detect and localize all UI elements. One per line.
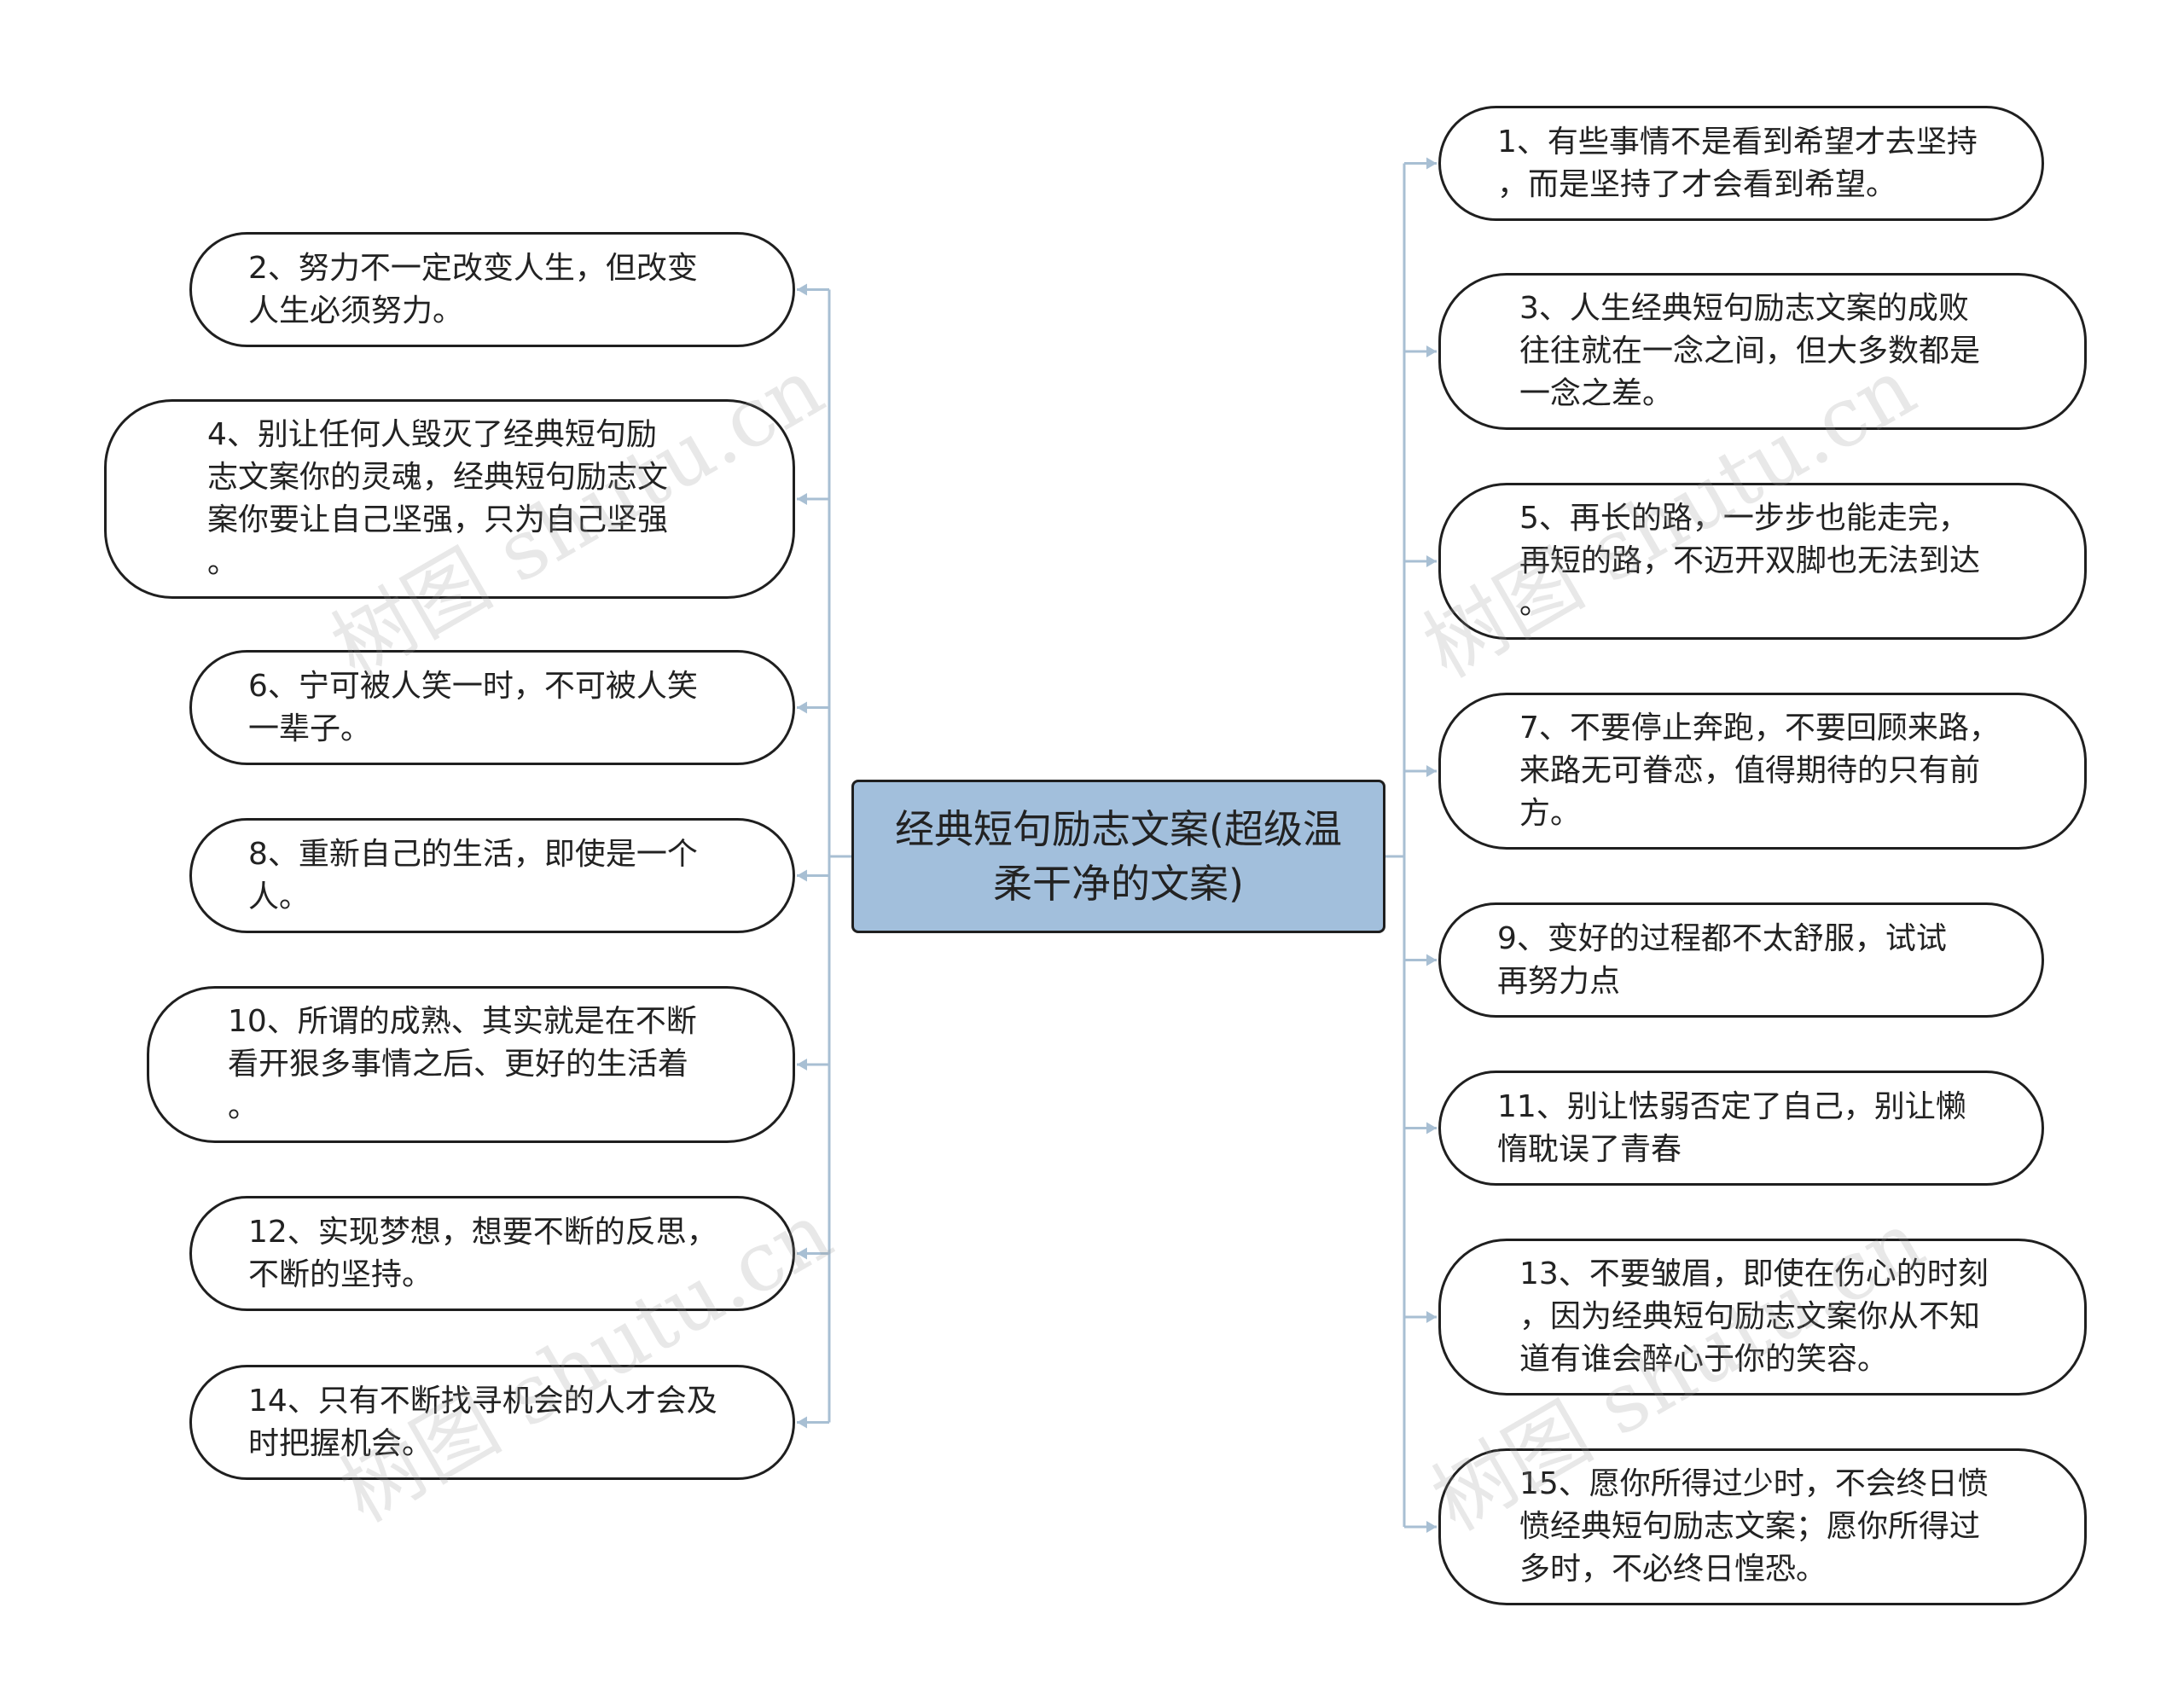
connector-arrow	[1426, 954, 1437, 966]
node-label: 2、努力不一定改变人生，但改变 人生必须努力。	[248, 250, 698, 328]
node-label: 15、愿你所得过少时，不会终日愤 愤经典短句励志文案；愿你所得过 多时，不必终日…	[1519, 1466, 1989, 1587]
node-label: 5、再长的路，一步步也能走完， 再短的路，不迈开双脚也无法到达 。	[1519, 501, 1981, 621]
left-node-8[interactable]: 8、重新自己的生活，即使是一个 人。	[189, 818, 795, 933]
left-node-6[interactable]: 6、宁可被人笑一时，不可被人笑 一辈子。	[189, 650, 795, 765]
connector-arrow	[1426, 1122, 1437, 1134]
root-topic[interactable]: 经典短句励志文案(超级温 柔干净的文案)	[851, 780, 1385, 933]
node-label: 3、人生经典短句励志文案的成败 往往就在一念之间，但大多数都是 一念之差。	[1519, 291, 1981, 411]
connector-arrow	[1426, 1521, 1437, 1533]
right-node-9[interactable]: 9、变好的过程都不太舒服，试试 再努力点	[1438, 902, 2044, 1018]
node-label: 6、宁可被人笑一时，不可被人笑 一辈子。	[248, 668, 698, 746]
connector-arrow	[1426, 765, 1437, 777]
node-label: 1、有些事情不是看到希望才去坚持 ，而是坚持了才会看到希望。	[1497, 124, 1978, 202]
node-label: 13、不要皱眉，即使在伤心的时刻 ，因为经典短句励志文案你从不知 道有谁会醉心于…	[1519, 1256, 1989, 1377]
connector-arrow	[1426, 555, 1437, 567]
node-label: 9、变好的过程都不太舒服，试试 再努力点	[1497, 920, 1947, 999]
connector-arrow	[797, 869, 807, 882]
connector-arrow	[797, 283, 807, 296]
left-node-4[interactable]: 4、别让任何人毁灭了经典短句励 志文案你的灵魂，经典短句励志文 案你要让自己坚强…	[104, 399, 795, 599]
left-node-10[interactable]: 10、所谓的成熟、其实就是在不断 看开狠多事情之后、更好的生活着 。	[147, 986, 795, 1143]
connector-arrow	[797, 493, 807, 505]
right-node-13[interactable]: 13、不要皱眉，即使在伤心的时刻 ，因为经典短句励志文案你从不知 道有谁会醉心于…	[1438, 1239, 2087, 1396]
right-node-3[interactable]: 3、人生经典短句励志文案的成败 往往就在一念之间，但大多数都是 一念之差。	[1438, 273, 2087, 430]
connector-arrow	[797, 701, 807, 714]
left-node-2[interactable]: 2、努力不一定改变人生，但改变 人生必须努力。	[189, 232, 795, 347]
node-label: 8、重新自己的生活，即使是一个 人。	[248, 836, 698, 914]
right-node-15[interactable]: 15、愿你所得过少时，不会终日愤 愤经典短句励志文案；愿你所得过 多时，不必终日…	[1438, 1448, 2087, 1605]
right-node-7[interactable]: 7、不要停止奔跑，不要回顾来路， 来路无可眷恋，值得期待的只有前 方。	[1438, 693, 2087, 850]
node-label: 4、别让任何人毁灭了经典短句励 志文案你的灵魂，经典短句励志文 案你要让自己坚强…	[207, 417, 669, 580]
left-node-12[interactable]: 12、实现梦想，想要不断的反思， 不断的坚持。	[189, 1196, 795, 1311]
connector-arrow	[1426, 1311, 1437, 1323]
right-node-1[interactable]: 1、有些事情不是看到希望才去坚持 ，而是坚持了才会看到希望。	[1438, 106, 2044, 221]
right-node-5[interactable]: 5、再长的路，一步步也能走完， 再短的路，不迈开双脚也无法到达 。	[1438, 483, 2087, 640]
node-label: 7、不要停止奔跑，不要回顾来路， 来路无可眷恋，值得期待的只有前 方。	[1519, 711, 2000, 831]
node-label: 14、只有不断找寻机会的人才会及 时把握机会。	[248, 1383, 717, 1461]
right-node-11[interactable]: 11、别让怯弱否定了自己，别让懒 惰耽误了青春	[1438, 1071, 2044, 1186]
node-label: 10、所谓的成熟、其实就是在不断 看开狠多事情之后、更好的生活着 。	[228, 1004, 697, 1124]
connector-arrow	[797, 1059, 807, 1071]
node-label: 12、实现梦想，想要不断的反思， 不断的坚持。	[248, 1214, 717, 1292]
left-node-14[interactable]: 14、只有不断找寻机会的人才会及 时把握机会。	[189, 1365, 795, 1480]
connector-arrow	[1426, 345, 1437, 357]
connector-arrow	[797, 1416, 807, 1429]
node-label: 11、别让怯弱否定了自己，别让懒 惰耽误了青春	[1497, 1088, 1966, 1167]
connector-arrow	[1426, 157, 1437, 170]
connector-arrow	[797, 1247, 807, 1260]
root-topic-label: 经典短句励志文案(超级温 柔干净的文案)	[895, 806, 1342, 907]
